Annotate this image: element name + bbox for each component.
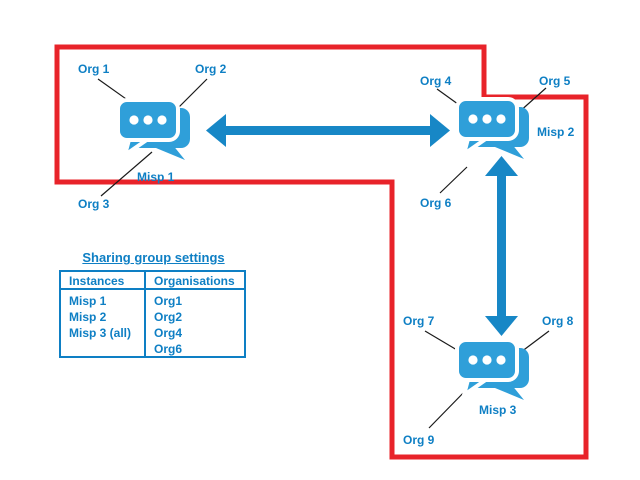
instance-cell (69, 341, 144, 357)
misp1-label: Misp 1 (137, 170, 175, 184)
org4-label: Org 4 (420, 74, 452, 88)
org8-label: Org 8 (542, 314, 574, 328)
misp2-label: Misp 2 (537, 125, 575, 139)
org3-label: Org 3 (78, 197, 110, 211)
instance-cell: Misp 1 (69, 294, 107, 308)
sharing-group-boundary (54, 44, 589, 460)
misp2-chat-bubbles-icon (455, 97, 531, 161)
org1-label: Org 1 (78, 62, 110, 76)
misp1-chat-bubbles-icon (116, 98, 192, 162)
sharing-group-settings-title: Sharing group settings (82, 250, 225, 265)
org6-label: Org 6 (420, 196, 452, 210)
column-header-instances: Instances (61, 272, 146, 290)
organisation-cell: Org2 (154, 310, 183, 324)
org9-label: Org 9 (403, 433, 435, 447)
misp3-chat-bubbles-icon (455, 338, 531, 402)
instance-cell: Misp 3 (all) (69, 326, 132, 340)
sharing-group-settings-table: Instances Organisations Misp 1 Misp 2 Mi… (59, 270, 246, 358)
instances-column: Misp 1 Misp 2 Misp 3 (all) (61, 290, 146, 357)
sync-arrow-misp1-misp2 (206, 114, 450, 147)
organisation-cell: Org1 (154, 294, 183, 308)
org2-label: Org 2 (195, 62, 227, 76)
organisation-cell: Org4 (154, 326, 183, 340)
instance-cell: Misp 2 (69, 310, 107, 324)
organisation-cell: Org6 (154, 342, 183, 356)
column-header-organisations: Organisations (146, 272, 244, 290)
organisations-column: Org1 Org2 Org4 Org6 (146, 290, 244, 357)
misp3-label: Misp 3 (479, 403, 517, 417)
sync-arrow-misp2-misp3 (485, 156, 518, 336)
org7-label: Org 7 (403, 314, 435, 328)
org5-label: Org 5 (539, 74, 571, 88)
